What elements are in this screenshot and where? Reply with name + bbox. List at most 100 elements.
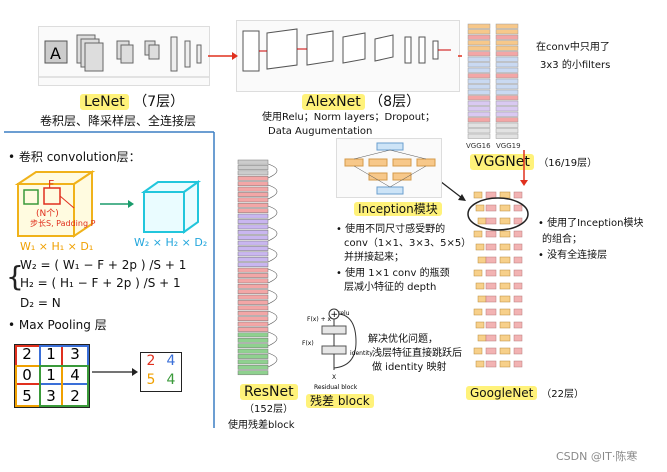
googlenet-module	[473, 230, 483, 238]
vgg16-label: VGG16	[466, 142, 491, 150]
vgg-note1: 在conv中只用了	[536, 42, 610, 53]
pool-output-grid: 2 4 5 4	[140, 352, 182, 392]
conv-output-cube	[140, 180, 202, 234]
vgg19-layer	[495, 89, 519, 95]
googlenet-module	[513, 347, 523, 355]
pool-cell: 3	[70, 345, 80, 363]
vgg16-layer	[467, 133, 491, 139]
googlenet-module	[513, 308, 523, 316]
residual-note3: 做 identity 映射	[372, 362, 447, 373]
googlenet-module	[485, 269, 497, 277]
googlenet-module	[473, 269, 483, 277]
googlenet-note1: • 使用了Inception模块	[538, 218, 644, 229]
googlenet-note3: • 没有全连接层	[538, 250, 608, 261]
resnet-skip	[267, 331, 278, 347]
googlenet-module	[485, 308, 497, 316]
conv-stride-label: 步长S, Padding P	[30, 219, 96, 228]
alexnet-desc2: Data Augumentation	[268, 126, 373, 137]
resnet-layer	[237, 181, 269, 187]
googlenet-module	[485, 256, 497, 264]
resnet-layer	[237, 332, 269, 338]
vgg19-layer	[495, 40, 519, 46]
lenet-desc: 卷积层、降采样层、全连接层	[40, 114, 197, 128]
googlenet-module	[485, 230, 497, 238]
residual-fxx: F(x) + x	[307, 316, 332, 323]
googlenet-title: GoogleNet （22层）	[466, 386, 584, 401]
vgg19-layer	[495, 122, 519, 128]
googlenet-module	[499, 295, 511, 303]
vgg19-layer	[495, 100, 519, 106]
vgg19-layer	[495, 62, 519, 68]
vgg19-layer	[495, 111, 519, 117]
vgg16-layer	[467, 122, 491, 128]
conv-in-dims: W₁ × H₁ × D₁	[20, 240, 94, 253]
alexnet-layers: （8层）	[369, 94, 421, 110]
googlenet-diagram	[467, 191, 529, 368]
googlenet-module	[485, 334, 497, 342]
googlenet-name: GoogleNet	[466, 386, 538, 400]
vgg19-layer	[495, 106, 519, 112]
googlenet-module	[475, 204, 485, 212]
svg-text:+: +	[331, 310, 339, 320]
googlenet-module	[513, 230, 523, 238]
pool-cell: 1	[46, 345, 56, 363]
googlenet-module	[485, 217, 497, 225]
inception-b2b: 层减小特征的 depth	[344, 282, 437, 293]
resnet-figure	[232, 156, 296, 378]
vgg-figure	[464, 20, 524, 142]
vgg16-layer	[467, 106, 491, 112]
resnet-layer	[237, 165, 269, 170]
vgg16-layer	[467, 62, 491, 68]
conv-out-dims: W₂ × H₂ × D₂	[134, 236, 208, 249]
lenet-title: LeNet （7层）	[80, 94, 184, 111]
pool-out-cell: 2	[146, 353, 156, 369]
vgg19-layer	[495, 56, 519, 62]
resnet-layer	[237, 327, 269, 332]
alexnet-desc1: 使用Relu；Norm layers；Dropout；	[262, 112, 435, 123]
inception-b1a: • 使用不同尺寸感受野的	[336, 224, 446, 235]
resnet-layer	[237, 240, 269, 246]
googlenet-module	[473, 308, 483, 316]
vgg19-layer	[495, 73, 519, 79]
googlenet-module	[513, 191, 523, 199]
svg-text:A: A	[50, 44, 61, 63]
googlenet-layers: （22层）	[541, 389, 584, 400]
inception-b2a: • 使用 1×1 conv 的瓶颈	[336, 268, 450, 279]
vgg19-layer	[495, 84, 519, 90]
vgg16-layer	[467, 78, 491, 84]
residual-identity: identity	[350, 350, 373, 357]
formula-brace: {	[6, 260, 24, 293]
vgg16-layer	[467, 95, 491, 101]
residual-fx: F(x)	[302, 340, 314, 347]
vgg16-layer	[467, 29, 491, 35]
resnet-layer	[237, 370, 269, 376]
lenet-figure: A	[38, 26, 210, 86]
resnet-skip	[267, 289, 278, 305]
googlenet-module	[513, 243, 523, 251]
resnet-layer	[237, 246, 269, 251]
vgg-name: VGGNet	[470, 154, 534, 170]
vgg16-layer	[467, 128, 491, 134]
resnet-layer	[237, 213, 269, 219]
pool-input-grid: 2 1 3 0 1 4 5 3 2	[14, 344, 90, 408]
googlenet-module	[485, 347, 497, 355]
pool-cell: 2	[70, 387, 80, 405]
residual-relu: relu	[338, 310, 350, 317]
googlenet-module	[475, 282, 485, 290]
conv-filter-label: F	[48, 178, 55, 191]
formula-h2: H₂ = ( H₁ − F + 2p ) /S + 1	[20, 276, 181, 290]
resnet-layer	[237, 251, 269, 257]
googlenet-module	[513, 282, 523, 290]
vgg19-layer	[495, 29, 519, 35]
pool-cell: 3	[46, 387, 56, 405]
googlenet-module	[485, 321, 497, 329]
vgg16-layer	[467, 56, 491, 62]
googlenet-module	[473, 347, 483, 355]
resnet-layer	[237, 294, 269, 300]
googlenet-module	[477, 295, 487, 303]
vgg19-layer	[495, 95, 519, 101]
vgg16-layer	[467, 111, 491, 117]
vgg19-layer	[495, 23, 519, 29]
resnet-layer	[237, 283, 269, 289]
alexnet-name: AlexNet	[302, 94, 365, 110]
